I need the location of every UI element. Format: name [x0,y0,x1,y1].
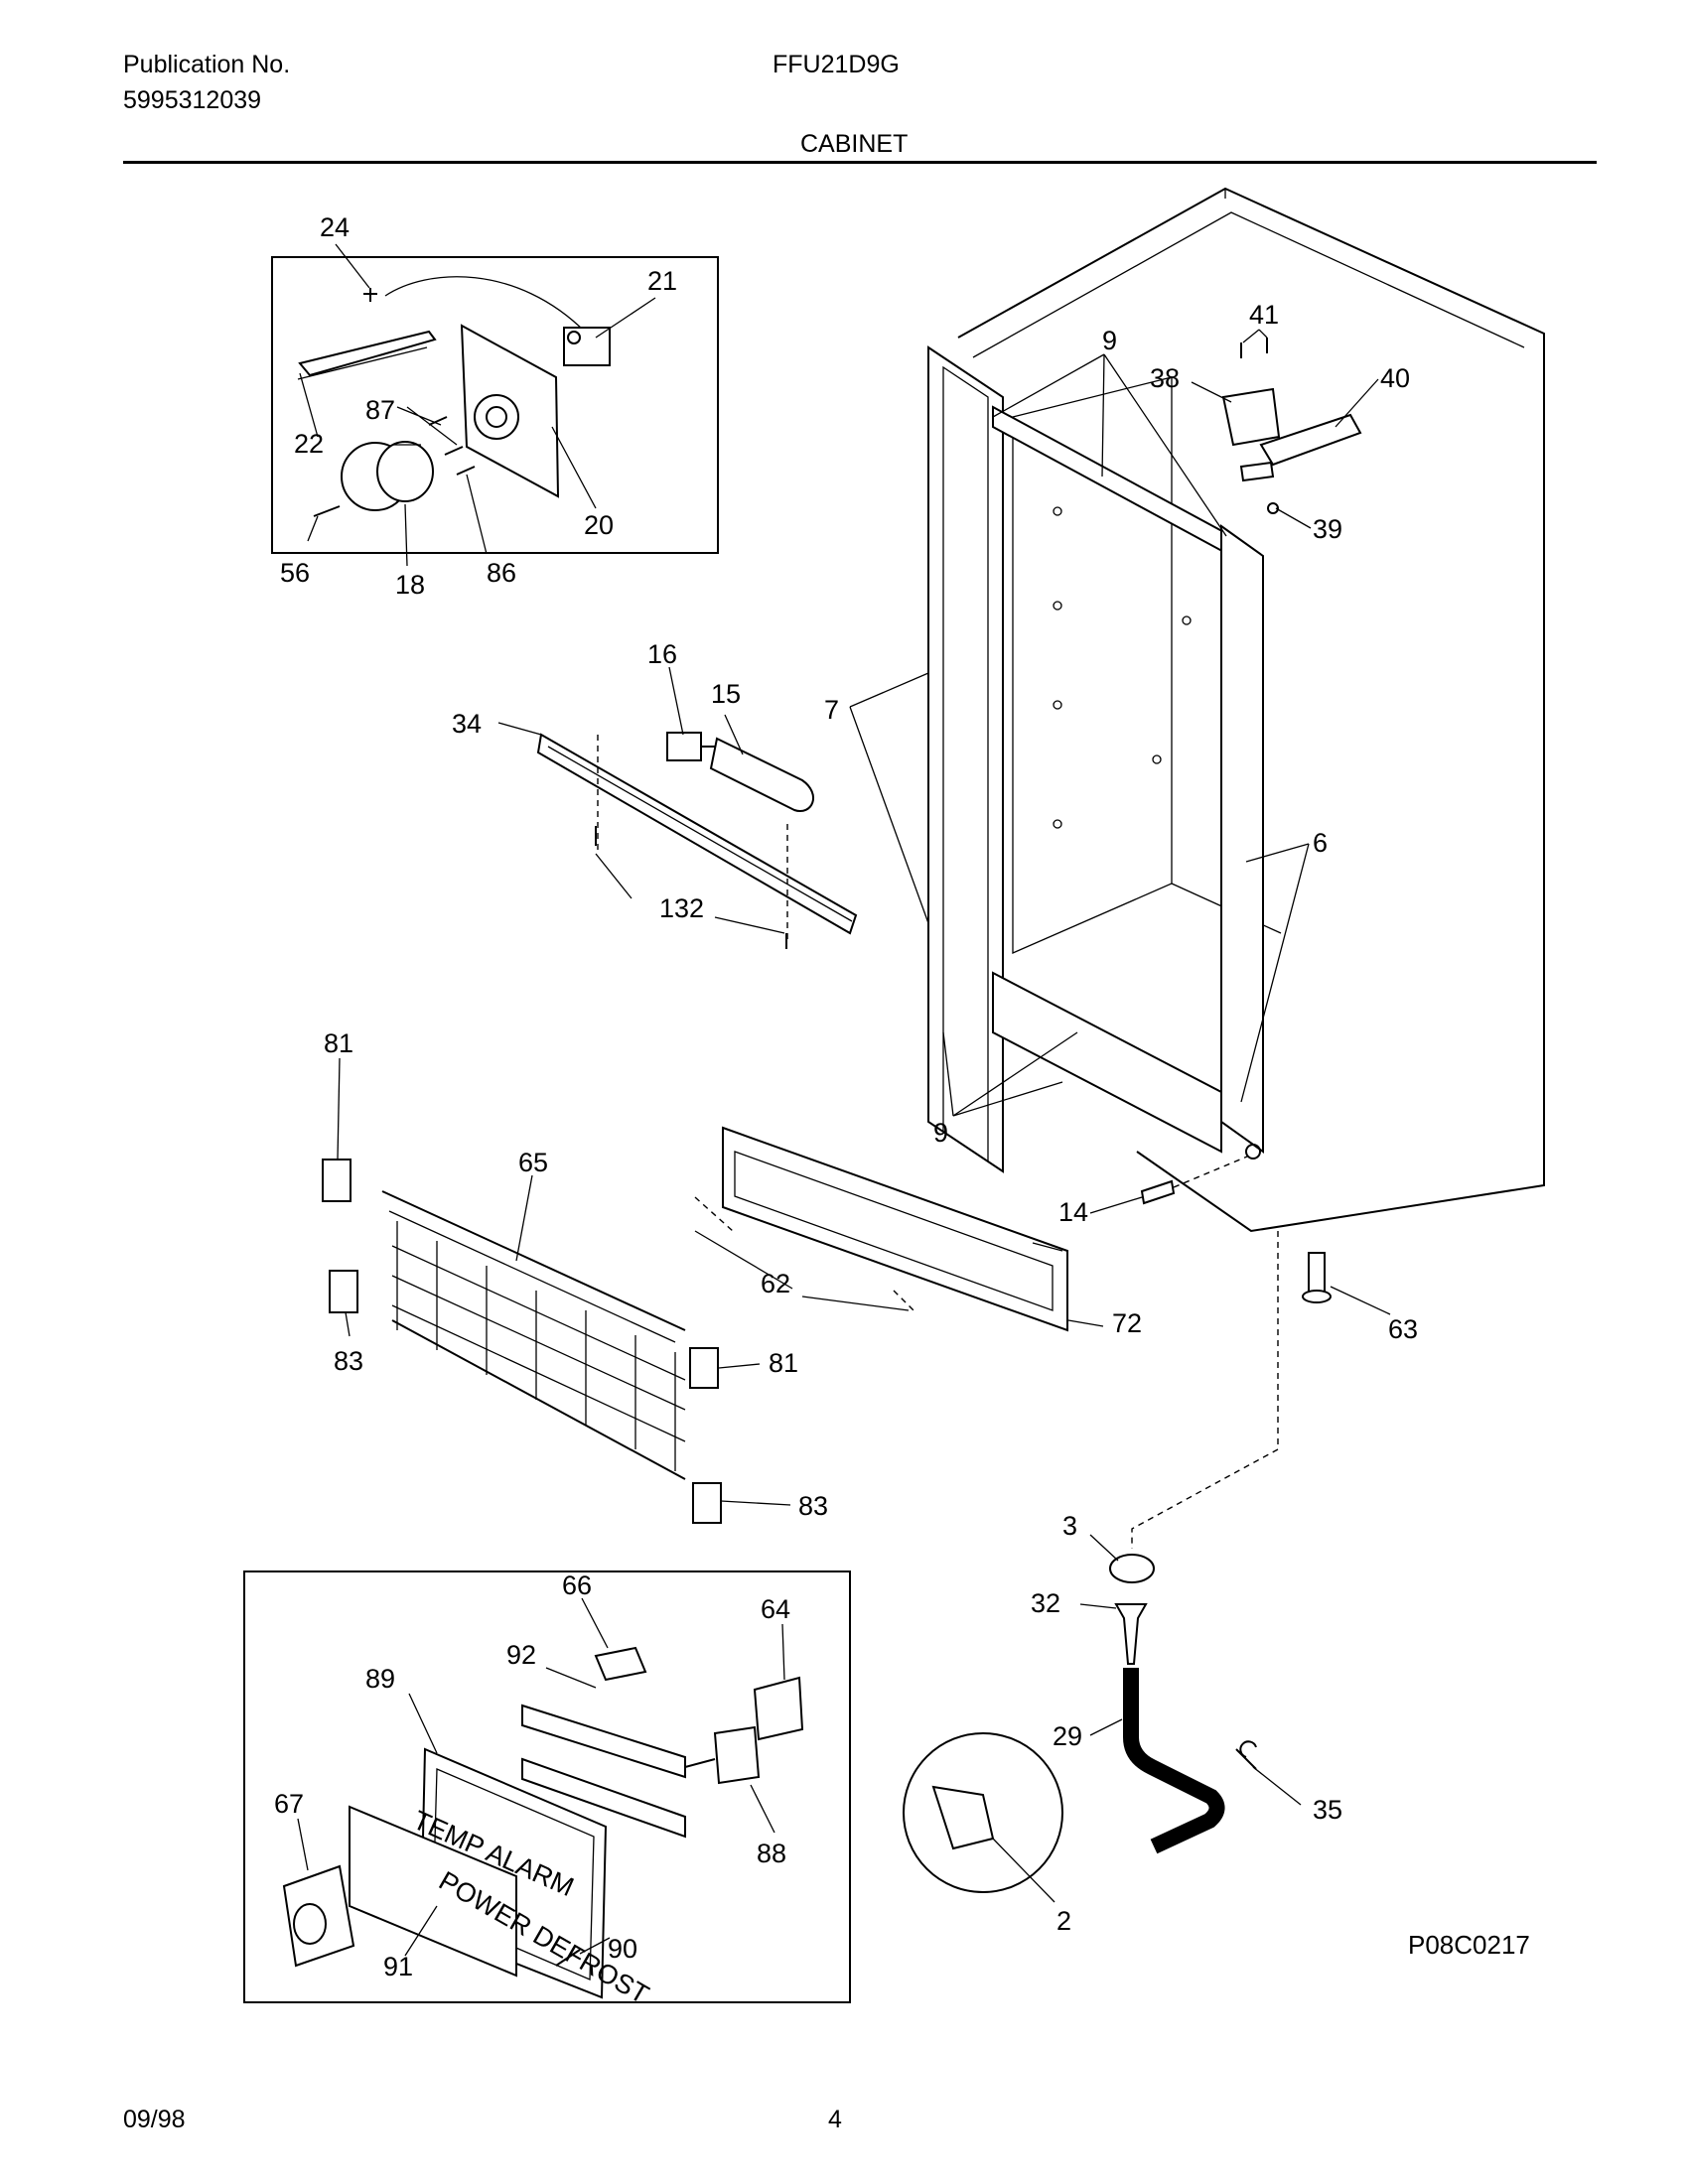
publication-number: 5995312039 [123,86,262,114]
callout-92: 92 [506,1640,536,1670]
callout-81-right: 81 [769,1348,798,1378]
callout-83-left: 83 [334,1346,363,1376]
leader-lines [297,243,1391,1957]
callout-72: 72 [1112,1308,1142,1338]
callout-62: 62 [761,1269,790,1298]
callout-40: 40 [1380,363,1410,393]
callout-32: 32 [1031,1588,1060,1618]
callout-24: 24 [320,212,350,242]
callout-64: 64 [761,1594,790,1624]
grille-assembly [694,1126,1068,1332]
page-number: 4 [828,2106,842,2133]
callout-81-top: 81 [324,1028,353,1058]
callout-132: 132 [659,893,704,923]
callout-14: 14 [1058,1197,1088,1227]
callout-38: 38 [1150,363,1180,393]
callout-18: 18 [395,570,425,600]
publication-label: Publication No. [123,51,291,78]
callout-56: 56 [280,558,310,588]
hinge-assembly [1221,338,1362,514]
callout-39: 39 [1313,514,1342,544]
header-rule [123,161,1597,164]
callout-3: 3 [1062,1511,1077,1541]
callout-88: 88 [757,1839,786,1868]
callout-9-top: 9 [1102,326,1117,355]
footer-date: 09/98 [123,2106,186,2133]
section-title: CABINET [800,130,909,158]
callout-65: 65 [518,1148,548,1177]
control-panel-inset: TEMP ALARM POWER DEFROST [243,1570,851,2009]
callout-29: 29 [1053,1721,1082,1751]
callout-6: 6 [1313,828,1328,858]
callout-22: 22 [294,429,324,459]
drawing-code: P08C0217 [1408,1930,1530,1960]
callout-20: 20 [584,510,614,540]
callout-35: 35 [1313,1795,1342,1825]
callout-numbers: 24 21 87 22 20 56 18 86 16 15 34 132 9 4… [274,212,1418,1981]
callout-21: 21 [647,266,677,296]
callout-83-right: 83 [798,1491,828,1521]
thermostat-inset [271,256,719,554]
callout-87: 87 [365,395,395,425]
shelf-assembly [322,1159,722,1524]
callout-67: 67 [274,1789,304,1819]
light-assembly [536,732,858,949]
callout-34: 34 [452,709,482,739]
leveling-leg [1131,1231,1332,1549]
callout-41: 41 [1249,300,1279,330]
callout-9-bottom: 9 [933,1118,948,1148]
cabinet-body [927,187,1545,1233]
callout-86: 86 [487,558,516,588]
callout-91: 91 [383,1952,413,1981]
model-number: FFU21D9G [773,51,900,78]
callout-16: 16 [647,639,677,669]
callout-89: 89 [365,1664,395,1694]
callout-66: 66 [562,1570,592,1600]
callout-2: 2 [1056,1906,1071,1936]
callout-90: 90 [608,1934,637,1964]
callout-63: 63 [1388,1314,1418,1344]
callout-7: 7 [824,695,839,725]
callout-15: 15 [711,679,741,709]
